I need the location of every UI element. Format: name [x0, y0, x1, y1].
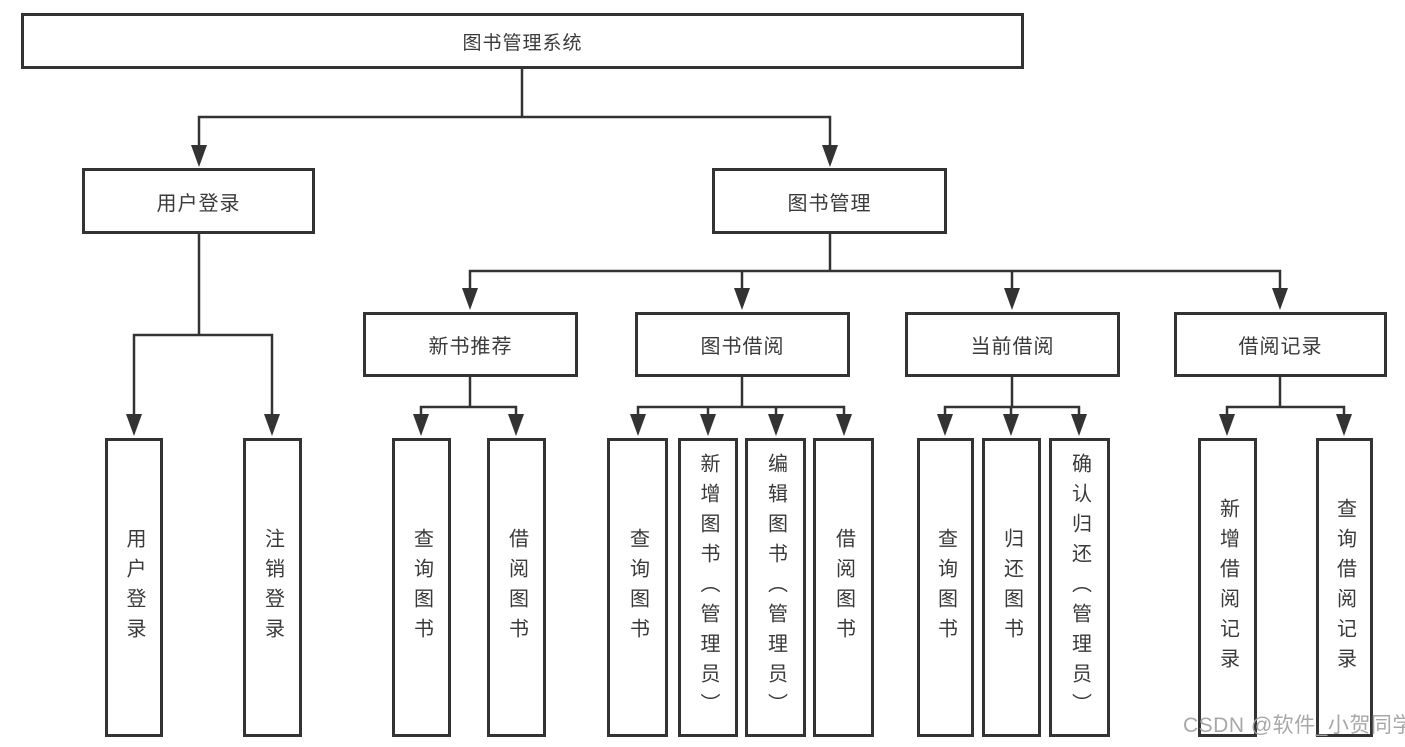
node-book-borrow-label: 图书借阅 — [700, 336, 785, 358]
edge-bookmgmt-to-level3 — [468, 232, 1282, 291]
arrowhead — [700, 414, 716, 436]
node-bb-edit: 编辑图书（管理员） — [745, 438, 806, 737]
node-bb-query-label: 查询图书 — [626, 527, 649, 648]
edge-borrowrecord-to-children — [1225, 375, 1346, 417]
node-br-add: 新增借阅记录 — [1198, 438, 1257, 737]
arrowhead — [822, 145, 838, 167]
node-book-mgmt: 图书管理 — [712, 168, 947, 234]
node-user-login-label: 用户登录 — [156, 192, 241, 215]
arrowhead — [1336, 414, 1352, 436]
arrowhead — [413, 414, 429, 436]
node-ul-login: 用户登录 — [105, 438, 163, 737]
node-cb-query: 查询图书 — [917, 438, 974, 737]
node-root-label: 图书管理系统 — [462, 32, 583, 54]
arrowhead — [1219, 414, 1235, 436]
arrowhead — [836, 414, 852, 436]
node-current-borrow-label: 当前借阅 — [970, 336, 1055, 358]
arrowhead — [508, 414, 524, 436]
node-rec-borrow-label: 借阅图书 — [505, 527, 528, 648]
node-rec-query-label: 查询图书 — [410, 527, 433, 648]
edge-newbookrec-to-children — [419, 375, 518, 417]
node-br-query: 查询借阅记录 — [1316, 438, 1373, 737]
csdn-watermark: CSDN @软件_小贺同学 — [1183, 714, 1405, 737]
node-new-book-rec: 新书推荐 — [363, 312, 578, 377]
node-borrow-record-label: 借阅记录 — [1238, 336, 1323, 358]
node-root: 图书管理系统 — [21, 13, 1024, 69]
arrowhead — [734, 288, 750, 310]
node-ul-logout: 注销登录 — [243, 438, 302, 737]
node-ul-logout-label: 注销登录 — [261, 527, 284, 648]
node-book-borrow: 图书借阅 — [635, 312, 850, 377]
arrowheads — [126, 145, 1352, 436]
arrowhead — [462, 288, 478, 310]
arrowhead — [264, 414, 280, 436]
node-current-borrow: 当前借阅 — [905, 312, 1120, 377]
node-bb-edit-label: 编辑图书（管理员） — [764, 452, 787, 723]
arrowhead — [1071, 414, 1087, 436]
node-user-login: 用户登录 — [82, 168, 315, 234]
node-bb-add: 新增图书（管理员） — [678, 438, 738, 737]
edge-root-to-level2 — [197, 67, 832, 148]
arrowhead — [126, 414, 142, 436]
node-bb-borrow: 借阅图书 — [813, 438, 874, 737]
edge-userlogin-to-children — [132, 232, 274, 417]
node-new-book-rec-label: 新书推荐 — [428, 336, 513, 358]
node-borrow-record: 借阅记录 — [1174, 312, 1387, 377]
node-book-mgmt-label: 图书管理 — [787, 192, 872, 215]
node-br-query-label: 查询借阅记录 — [1333, 497, 1356, 678]
arrowhead — [768, 414, 784, 436]
node-cb-confirm-label: 确认归还（管理员） — [1068, 452, 1091, 723]
node-cb-return-label: 归还图书 — [1000, 527, 1023, 648]
connector-edges — [132, 67, 1346, 417]
arrowhead — [1272, 288, 1288, 310]
arrowhead — [1003, 414, 1019, 436]
arrowhead — [937, 414, 953, 436]
node-br-add-label: 新增借阅记录 — [1216, 497, 1239, 678]
node-bb-query: 查询图书 — [607, 438, 668, 737]
node-ul-login-label: 用户登录 — [123, 527, 145, 648]
arrowhead — [630, 414, 646, 436]
node-cb-query-label: 查询图书 — [934, 527, 957, 648]
node-rec-query: 查询图书 — [392, 438, 451, 737]
node-rec-borrow: 借阅图书 — [487, 438, 546, 737]
arrowhead — [1004, 288, 1020, 310]
edge-bookborrow-to-children — [636, 375, 846, 417]
node-cb-return: 归还图书 — [982, 438, 1041, 737]
node-bb-add-label: 新增图书（管理员） — [697, 452, 719, 723]
node-cb-confirm: 确认归还（管理员） — [1049, 438, 1110, 737]
arrowhead — [191, 145, 207, 167]
edge-currentborrow-to-children — [943, 375, 1081, 417]
node-bb-borrow-label: 借阅图书 — [832, 527, 855, 648]
